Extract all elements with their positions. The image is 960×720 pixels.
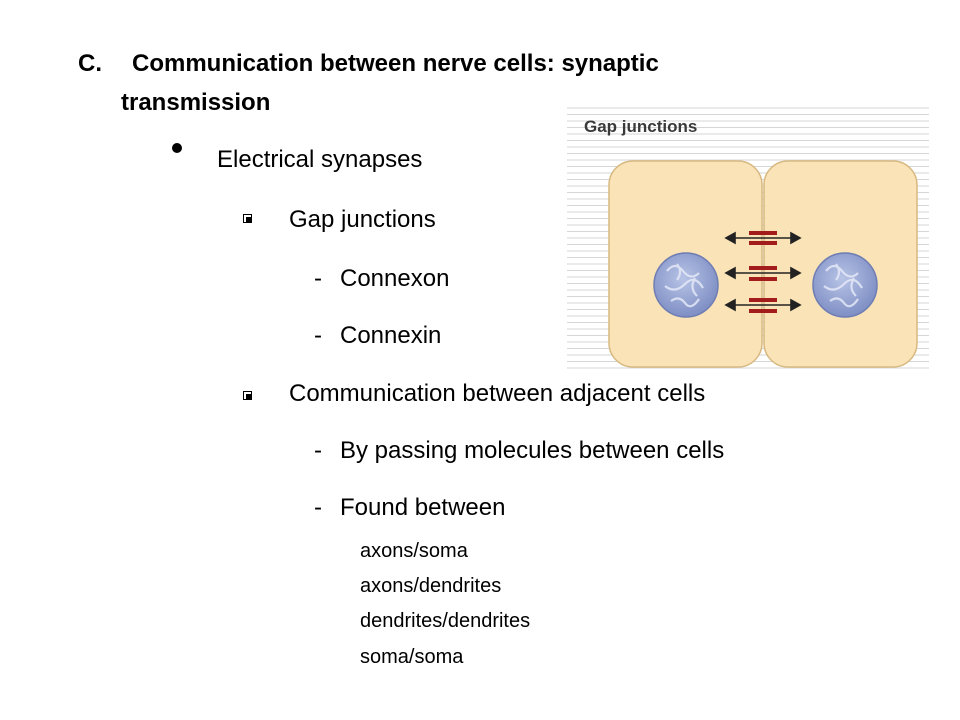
subbullet-gap-junctions: Gap junctions — [289, 206, 436, 233]
item-connexin: Connexin — [340, 322, 442, 349]
subbullet-communication: Communication between adjacent cells — [289, 380, 706, 407]
left-nucleus — [653, 252, 719, 318]
bullet-dot-icon — [172, 143, 182, 153]
gap-junctions-figure — [567, 107, 929, 369]
double-arrows — [724, 231, 802, 312]
heading-line-2: transmission — [121, 89, 271, 116]
dash-marker: - — [314, 494, 322, 521]
figure-title: Gap junctions — [584, 117, 698, 136]
dash-marker: - — [314, 265, 322, 292]
item-found-between: Found between — [340, 494, 506, 521]
heading-line-1: Communication between nerve cells: synap… — [132, 50, 659, 77]
list-item-axons-soma: axons/soma — [360, 540, 468, 562]
item-connexon: Connexon — [340, 265, 450, 292]
gap-junction-channels — [749, 231, 777, 313]
list-item-soma-soma: soma/soma — [360, 646, 464, 668]
list-item-axons-dendrites: axons/dendrites — [360, 575, 502, 597]
square-bullet-icon — [243, 214, 252, 223]
dash-marker: - — [314, 322, 322, 349]
heading-letter: C. — [78, 50, 102, 77]
bullet-electrical-synapses: Electrical synapses — [217, 146, 423, 173]
dash-marker: - — [314, 437, 322, 464]
item-passing-molecules: By passing molecules between cells — [340, 437, 725, 464]
right-nucleus — [812, 252, 878, 318]
list-item-dendrites-dendrites: dendrites/dendrites — [360, 610, 531, 632]
square-bullet-icon — [243, 391, 252, 400]
